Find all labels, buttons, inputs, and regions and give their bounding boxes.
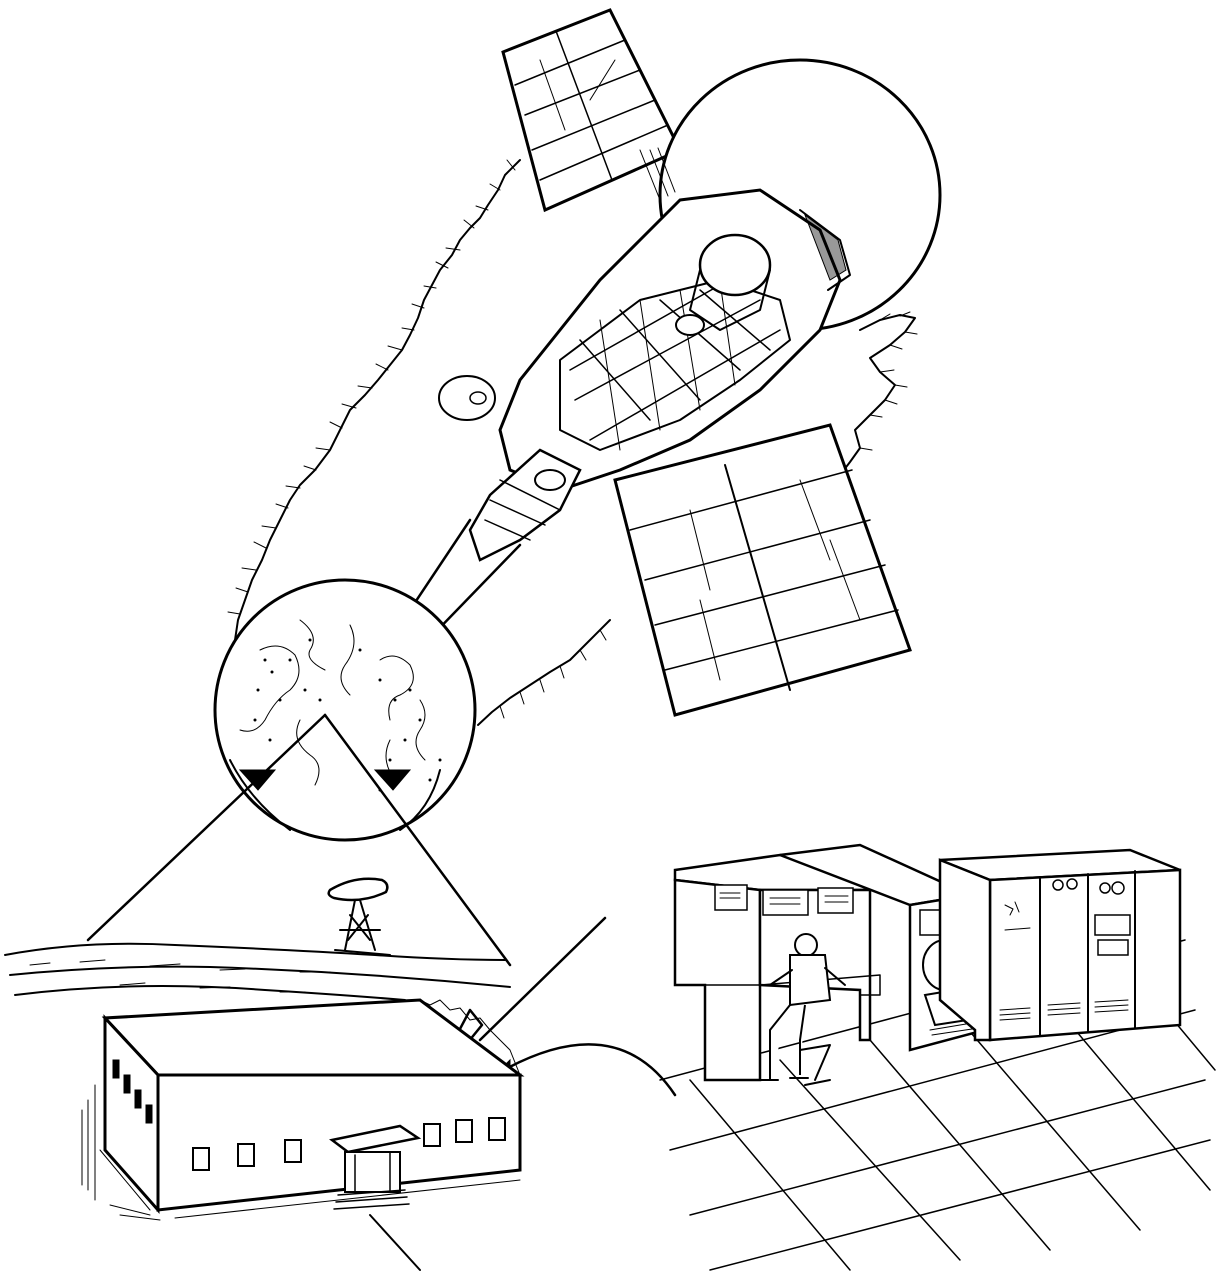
solar-panel-top <box>503 10 680 210</box>
computer-console-icon <box>660 845 1215 1270</box>
satellite-icon <box>350 10 940 715</box>
solar-panel-bottom <box>615 425 910 715</box>
dish-antenna-icon <box>329 879 390 955</box>
globe-icon <box>215 580 475 840</box>
building-icon <box>82 1000 520 1270</box>
landscape <box>5 944 510 1000</box>
